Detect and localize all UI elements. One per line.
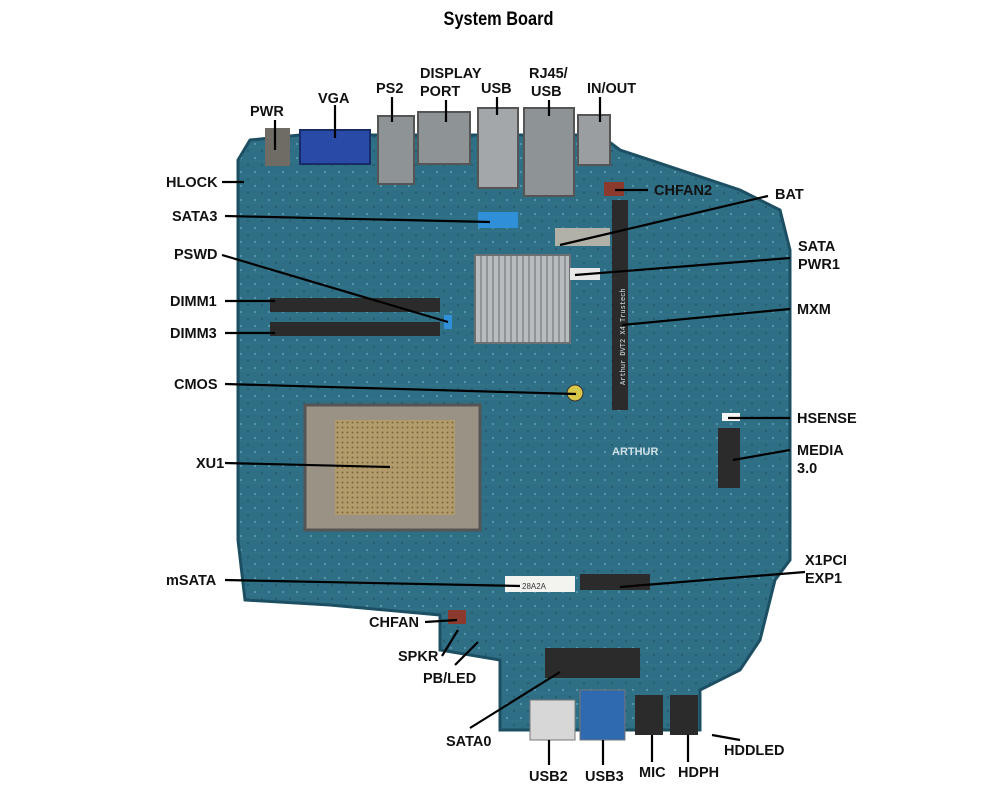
label-in-out: IN/OUT [587, 81, 636, 97]
board-brand: ARTHUR [612, 446, 658, 458]
label-ps2: PS2 [376, 81, 403, 97]
label-usb3: USB3 [585, 769, 624, 785]
mxm-silkscreen: Arthur DVT2 X4 Trustech [620, 288, 628, 385]
label-media-line1: MEDIA [797, 443, 844, 459]
label-vga: VGA [318, 91, 350, 107]
label-usb2: USB2 [529, 769, 568, 785]
label-x1pci-exp1-line2: EXP1 [805, 571, 842, 587]
label-rj45-usb-line1: RJ45/ [529, 66, 568, 82]
label-usb-top: USB [481, 81, 512, 97]
rj45-usb-connector [523, 107, 575, 197]
label-display-port-line2: PORT [420, 84, 460, 100]
hddled-leader [711, 733, 741, 742]
sata0-connector [545, 648, 640, 678]
mxm-slot [612, 200, 628, 410]
chfan-leader [424, 618, 458, 624]
rear-io-connectors [265, 107, 611, 197]
label-hddled: HDDLED [724, 743, 784, 759]
sata0-leader [469, 671, 561, 729]
callout-labels: PWR VGA PS2 DISPLAY PORT USB RJ45/ USB I… [166, 66, 857, 785]
msata-silkscreen: 28A2A [522, 582, 547, 591]
label-cmos: CMOS [174, 377, 218, 393]
label-dimm3: DIMM3 [170, 326, 217, 342]
hdph-jack [670, 695, 698, 735]
msata-leader [224, 578, 521, 588]
label-x1pci-exp1-line1: X1PCI [805, 553, 847, 569]
xu1-leader [224, 461, 391, 469]
cpu-socket-pins [335, 420, 455, 515]
chfan2-connector [604, 182, 624, 196]
bat-leader [559, 194, 769, 247]
label-sata3: SATA3 [172, 209, 217, 225]
pcb-board [236, 133, 792, 732]
label-chfan2: CHFAN2 [654, 183, 712, 199]
label-hdph: HDPH [678, 765, 719, 781]
label-sata0: SATA0 [446, 734, 491, 750]
label-media-line2: 3.0 [797, 461, 817, 477]
label-rj45-usb-line2: USB [531, 84, 562, 100]
page-title: System Board [443, 9, 554, 30]
mxm-leader [621, 307, 791, 327]
label-spkr: SPKR [398, 649, 439, 665]
msata-slot [505, 576, 575, 592]
leader-lines [221, 97, 806, 765]
label-msata: mSATA [166, 573, 217, 589]
ps2-connector [377, 115, 415, 185]
battery-holder [555, 228, 610, 246]
label-chfan: CHFAN [369, 615, 419, 631]
label-bat: BAT [775, 187, 804, 203]
sata3-connector [478, 212, 518, 228]
label-mxm: MXM [797, 302, 831, 318]
media-3-0-connector [718, 428, 740, 488]
label-pwr: PWR [250, 104, 284, 120]
label-sata-pwr1-line1: SATA [798, 239, 836, 255]
pb-led-leader [454, 641, 479, 666]
pswd-leader [221, 253, 449, 324]
label-display-port-line1: DISPLAY [420, 66, 482, 82]
mic-jack [635, 695, 663, 735]
usb-top-connector [477, 107, 519, 189]
usb2-connector [529, 699, 576, 741]
audio-in-out-connector [577, 114, 611, 166]
dimm3-slot [270, 322, 440, 336]
displayport-connector [417, 111, 471, 165]
label-dimm1: DIMM1 [170, 294, 217, 310]
label-pswd: PSWD [174, 247, 218, 263]
cmos-leader [224, 382, 577, 396]
sata-pwr1-leader [574, 256, 791, 277]
power-jack [265, 128, 290, 166]
media-leader [732, 448, 791, 462]
chfan-connector [448, 610, 466, 624]
label-hlock: HLOCK [166, 175, 218, 191]
chipset-heatsink [474, 254, 571, 344]
label-sata-pwr1-line2: PWR1 [798, 257, 840, 273]
x1pci-slot [580, 574, 650, 590]
dimm1-slot [270, 298, 440, 312]
label-xu1: XU1 [196, 456, 224, 472]
sata3-leader [224, 214, 491, 224]
x1pci-leader [619, 570, 806, 589]
usb3-connector [579, 689, 626, 741]
spkr-leader [441, 629, 459, 657]
label-hsense: HSENSE [797, 411, 857, 427]
label-pb-led: PB/LED [423, 671, 476, 687]
label-mic: MIC [639, 765, 666, 781]
